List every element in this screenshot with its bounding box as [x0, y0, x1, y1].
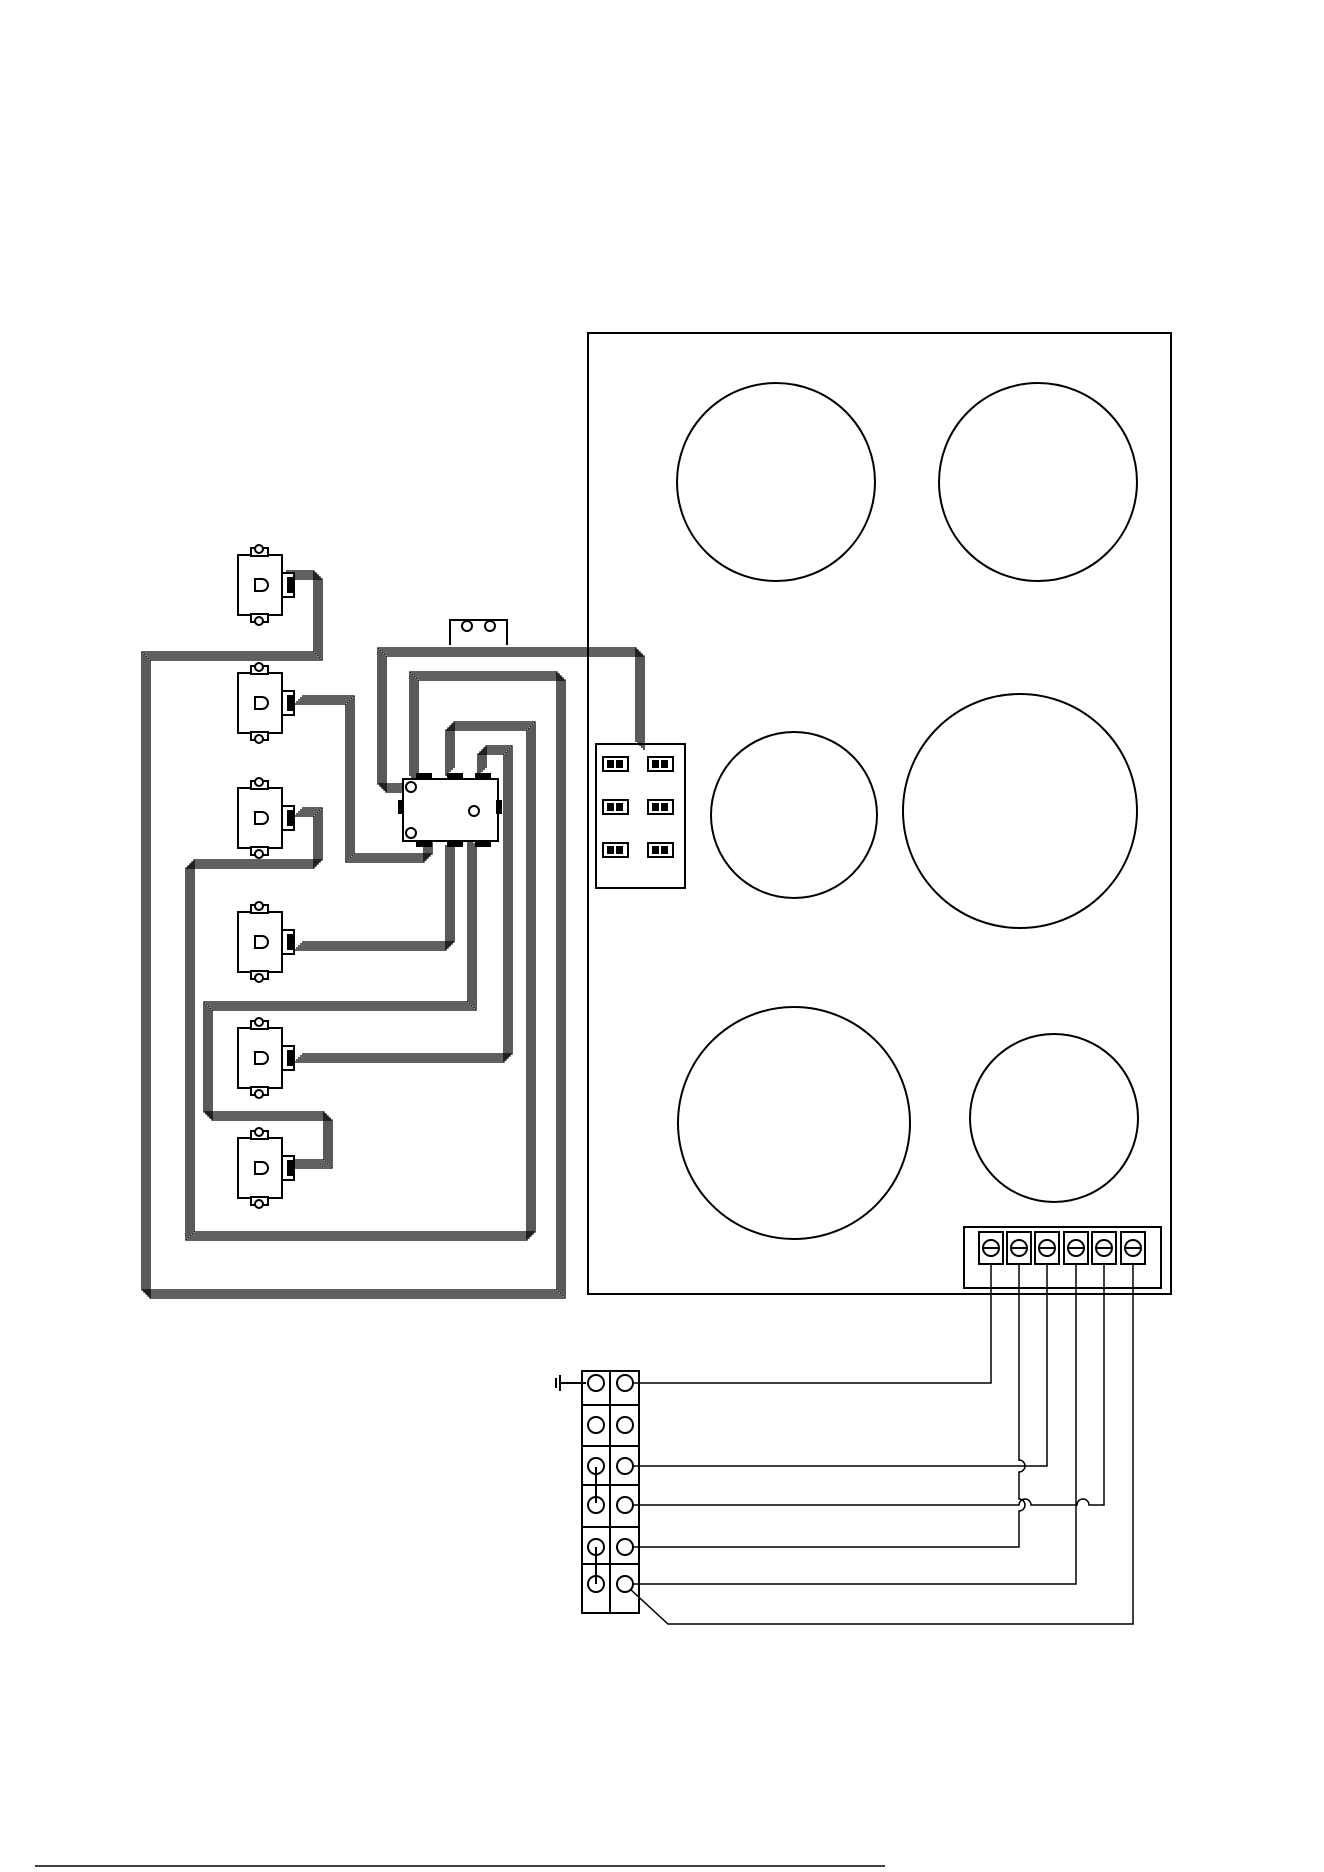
- harness-wire: [298, 841, 450, 946]
- seven-segment-digit: [648, 757, 673, 771]
- supply-terminal-right: [617, 1539, 633, 1555]
- cooking-zone-bottom-left: [678, 1007, 910, 1239]
- harness-wire: [146, 575, 561, 1294]
- limiter-tab: [450, 620, 507, 645]
- control-module-mount-hole: [406, 782, 416, 792]
- harness-wire: [300, 839, 452, 944]
- control-switch: [238, 1128, 294, 1208]
- display-panel: [596, 744, 685, 888]
- harness-wire: [302, 837, 454, 942]
- supply-terminal-right: [617, 1497, 633, 1513]
- supply-terminal-right: [617, 1375, 633, 1391]
- harness-wire: [296, 843, 448, 948]
- control-switch: [238, 778, 294, 858]
- wiring-harness: [142, 571, 644, 1298]
- supply-terminal-right: [617, 1458, 633, 1474]
- supply-terminal-right: [617, 1417, 633, 1433]
- control-module-mount-hole: [469, 806, 479, 816]
- harness-wire: [144, 573, 559, 1292]
- harness-wire: [206, 839, 470, 1162]
- seven-segment-digit: [603, 843, 628, 857]
- harness-wire: [204, 837, 468, 1160]
- supply-wires: [630, 1264, 1133, 1624]
- supply-wire: [630, 1264, 1133, 1624]
- cooking-zones: [677, 383, 1138, 1239]
- control-switch: [238, 663, 294, 743]
- control-module-mount-hole: [406, 828, 416, 838]
- seven-segment-digit: [648, 843, 673, 857]
- harness-wire: [142, 571, 557, 1290]
- cooking-zone-top-right: [939, 383, 1137, 581]
- seven-segment-digit: [603, 800, 628, 814]
- control-switch: [238, 1018, 294, 1098]
- control-switch: [238, 902, 294, 982]
- harness-wire: [150, 579, 565, 1298]
- cooking-zone-top-left: [677, 383, 875, 581]
- harness-wire: [294, 845, 446, 950]
- supply-wire: [633, 1264, 1076, 1584]
- harness-wire: [148, 577, 563, 1296]
- cooking-zone-middle-right: [903, 694, 1137, 928]
- hob-terminal-strip: [964, 1227, 1161, 1288]
- control-switch: [238, 545, 294, 625]
- control-module: [398, 773, 502, 847]
- supply-terminal-left: [588, 1417, 604, 1433]
- control-switches: [238, 545, 294, 1208]
- supply-wire: [633, 1264, 1104, 1505]
- seven-segment-digit: [603, 757, 628, 771]
- cooking-zone-bottom-right: [970, 1034, 1138, 1202]
- seven-segment-digit: [648, 800, 673, 814]
- supply-wire: [633, 1264, 991, 1383]
- supply-terminal-left: [588, 1375, 604, 1391]
- supply-terminal-block: [556, 1371, 639, 1613]
- cooking-zone-middle-left: [711, 732, 877, 898]
